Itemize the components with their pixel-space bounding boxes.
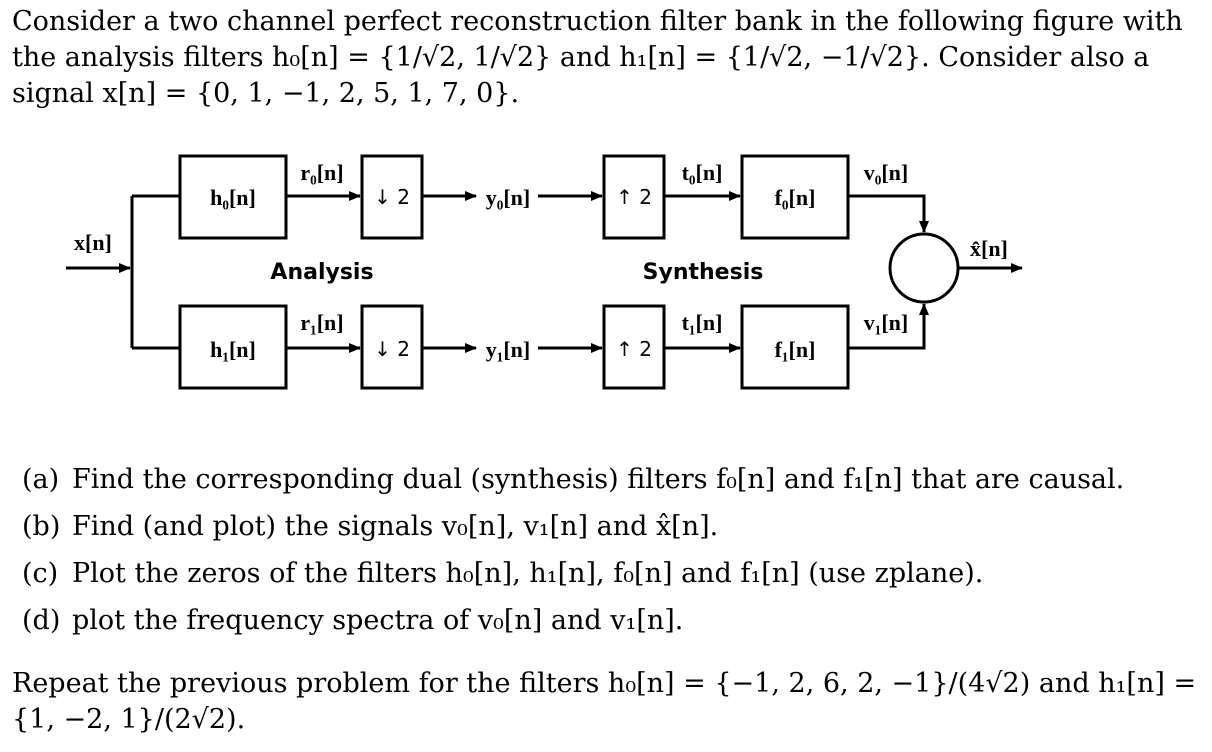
y1-label: y₁[n] xyxy=(486,337,530,362)
h0-label: h₀[n] xyxy=(210,185,256,210)
question-part-b: (b) Find (and plot) the signals v₀[n], v₁… xyxy=(22,503,1124,550)
synthesis-label: Synthesis xyxy=(643,260,764,285)
t0-label: t₀[n] xyxy=(682,160,723,185)
problem-intro: Consider a two channel perfect reconstru… xyxy=(12,6,1183,109)
v0-label: v₀[n] xyxy=(864,160,908,185)
part-tag: (c) xyxy=(22,558,59,589)
v1-label: v₁[n] xyxy=(864,310,908,335)
v1-arrow xyxy=(848,303,929,350)
part-text: Find the corresponding dual (synthesis) … xyxy=(72,464,1125,495)
part-tag: (b) xyxy=(22,511,61,542)
part-tag: (a) xyxy=(22,464,60,495)
repeat-problem: Repeat the previous problem for the filt… xyxy=(12,668,1197,735)
question-part-d: (d) plot the frequency spectra of v₀[n] a… xyxy=(22,597,1124,644)
analysis-label: Analysis xyxy=(270,260,373,285)
part-tag: (d) xyxy=(22,605,61,636)
question-part-a: (a) Find the corresponding dual (synthesi… xyxy=(22,456,1124,503)
r0-label: r₀[n] xyxy=(300,160,343,185)
v0-arrow xyxy=(848,194,929,233)
sum-node xyxy=(888,232,960,304)
part-text: plot the frequency spectra of v₀[n] and … xyxy=(72,605,684,636)
h1-label: h₁[n] xyxy=(210,337,256,362)
input-label: x[n] xyxy=(74,230,112,255)
t1-label: t₁[n] xyxy=(682,310,723,335)
part-text: Find (and plot) the signals v₀[n], v₁[n]… xyxy=(72,511,719,542)
down1-label: ↓ 2 xyxy=(374,337,410,361)
f0-label: f₀[n] xyxy=(775,185,816,210)
filter-bank-diagram: x[n] x̂[n] Analysis Synthesis h₀[n] r₀[n… xyxy=(66,154,1023,390)
question-parts: (a) Find the corresponding dual (synthesi… xyxy=(22,456,1124,644)
y0-label: y₀[n] xyxy=(486,185,530,210)
f1-label: f₁[n] xyxy=(775,337,816,362)
question-part-c: (c) Plot the zeros of the filters h₀[n], … xyxy=(22,550,1124,597)
down0-label: ↓ 2 xyxy=(374,185,410,209)
up0-label: ↑ 2 xyxy=(616,185,652,209)
r1-label: r₁[n] xyxy=(300,310,343,335)
part-text: Plot the zeros of the filters h₀[n], h₁[… xyxy=(72,558,984,589)
up1-label: ↑ 2 xyxy=(616,337,652,361)
output-label: x̂[n] xyxy=(970,236,1008,261)
